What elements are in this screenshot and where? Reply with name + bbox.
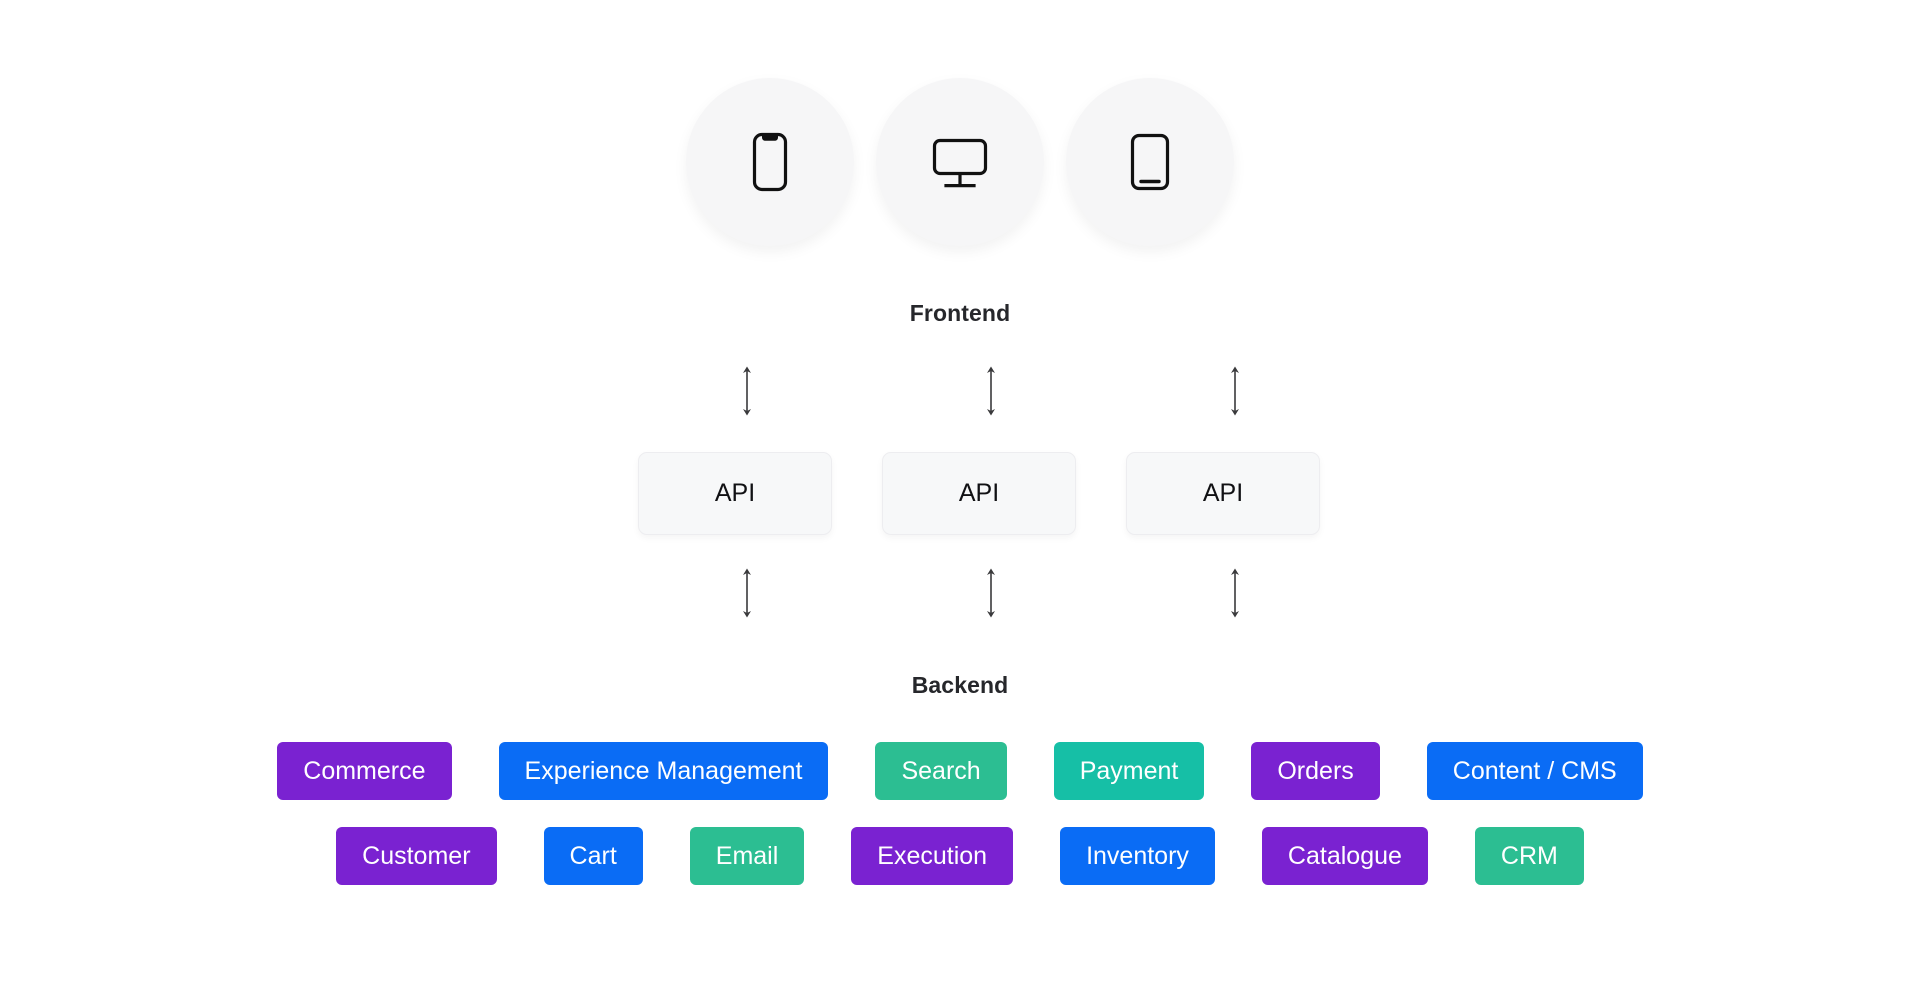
backend-layer-label: Backend bbox=[911, 672, 1009, 698]
connector-arrow-frontend-api-2 bbox=[979, 365, 1003, 417]
service-tag[interactable]: Inventory bbox=[1060, 827, 1215, 885]
service-tag[interactable]: CRM bbox=[1474, 827, 1584, 885]
device-circle-phone bbox=[686, 78, 854, 246]
api-box-2: API bbox=[882, 452, 1076, 535]
service-tag[interactable]: Commerce bbox=[277, 742, 452, 800]
service-tag[interactable]: Execution bbox=[851, 827, 1014, 885]
service-tag[interactable]: Content / CMS bbox=[1426, 742, 1643, 800]
connector-row-frontend-to-api bbox=[0, 365, 1920, 417]
tablet-icon bbox=[1111, 123, 1189, 201]
device-circle-desktop bbox=[876, 78, 1044, 246]
service-tag[interactable]: Experience Management bbox=[498, 742, 829, 800]
connector-arrow-api-backend-1 bbox=[735, 567, 759, 619]
device-circle-tablet bbox=[1066, 78, 1234, 246]
service-tag[interactable]: Payment bbox=[1053, 742, 1205, 800]
connector-arrow-api-backend-2 bbox=[979, 567, 1003, 619]
api-box-3: API bbox=[1126, 452, 1320, 535]
service-tag[interactable]: Cart bbox=[543, 827, 643, 885]
api-box-1: API bbox=[638, 452, 832, 535]
api-layer-row: API API API bbox=[0, 452, 1920, 535]
mobile-phone-icon bbox=[731, 123, 809, 201]
service-tag-row-2: Customer Cart Email Execution Inventory Catal… bbox=[0, 827, 1920, 885]
service-tag[interactable]: Search bbox=[875, 742, 1007, 800]
connector-arrow-frontend-api-1 bbox=[735, 365, 759, 417]
connector-row-api-to-backend bbox=[0, 567, 1920, 619]
service-tag[interactable]: Email bbox=[689, 827, 805, 885]
service-tag-row-1: Commerce Experience Management Search Payme… bbox=[0, 742, 1920, 800]
frontend-layer-label: Frontend bbox=[909, 300, 1011, 326]
frontend-device-row bbox=[0, 78, 1920, 246]
service-tag[interactable]: Customer bbox=[336, 827, 497, 885]
service-tag[interactable]: Orders bbox=[1251, 742, 1380, 800]
connector-arrow-frontend-api-3 bbox=[1223, 365, 1247, 417]
connector-arrow-api-backend-3 bbox=[1223, 567, 1247, 619]
backend-services: Commerce Experience Management Search Payme… bbox=[0, 742, 1920, 885]
desktop-monitor-icon bbox=[921, 123, 999, 201]
service-tag[interactable]: Catalogue bbox=[1261, 827, 1428, 885]
